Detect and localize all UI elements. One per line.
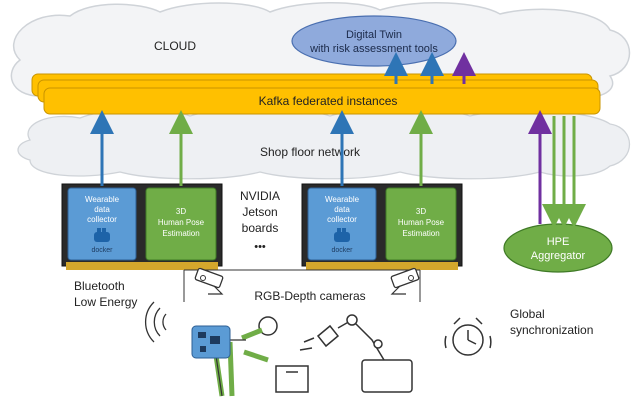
nvidia-label-line3: boards [242,221,279,235]
kafka-label: Kafka federated instances [259,94,398,108]
kafka-bar-front [43,87,601,115]
shop-floor-label: Shop floor network [260,145,361,159]
more-boards-ellipsis: ••• [254,241,266,253]
bluetooth-label-line1: Bluetooth [74,279,125,293]
board-1-collector-line3: collector [87,215,117,224]
board-1-collector-line1: Wearable [85,195,120,204]
board-2-pose-line3: Estimation [402,229,439,238]
rgbd-camera-2-icon [390,267,420,295]
board-1-pose-module [145,187,217,261]
board-2-collector-line1: Wearable [325,195,360,204]
digital-twin-label-line2: with risk assessment tools [309,43,438,55]
board-1-pose-line1: 3D [176,207,186,216]
sync-label-line2: synchronization [510,323,593,337]
digital-twin-label-line1: Digital Twin [346,29,402,41]
worker-figure-icon [191,316,278,397]
cloud-label: CLOUD [154,39,196,53]
nvidia-label-line1: NVIDIA [240,189,280,203]
rgbd-cameras-label: RGB-Depth cameras [254,289,365,303]
wireless-signal-icon [145,301,167,343]
board-1-pose-line3: Estimation [162,229,199,238]
robot-arm-icon [299,314,413,393]
package-box-icon [275,365,309,393]
board-2-collector-module [307,187,377,261]
hpe-label-line2: Aggregator [531,250,586,262]
board-2-docker-label: docker [331,247,353,254]
board-2-docker-icon [334,228,350,242]
board-1-docker-icon [94,228,110,242]
board-1-collector-module [67,187,137,261]
alarm-clock-icon [444,317,492,356]
board-1-connector [66,262,218,270]
board-1-collector-line2: data [94,205,110,214]
hpe-aggregator-node [503,223,613,273]
board-1-docker-label: docker [91,247,113,254]
board-2-pose-line1: 3D [416,207,426,216]
bluetooth-label-line2: Low Energy [74,295,137,309]
rgbd-camera-1-icon [194,267,224,295]
board-2-pose-line2: Human Pose [398,218,445,227]
board-2-collector-line3: collector [327,215,357,224]
hpe-label-line1: HPE [547,236,570,248]
board-2-connector [306,262,458,270]
sync-label-line1: Global [510,307,545,321]
camera-bracket [183,269,421,302]
board-1-pose-line2: Human Pose [158,218,205,227]
network-cloud-shape [17,107,631,180]
nvidia-label-line2: Jetson [242,205,277,219]
board-2-pose-module [385,187,457,261]
digital-twin-node [291,15,457,67]
board-2-collector-line2: data [334,205,350,214]
